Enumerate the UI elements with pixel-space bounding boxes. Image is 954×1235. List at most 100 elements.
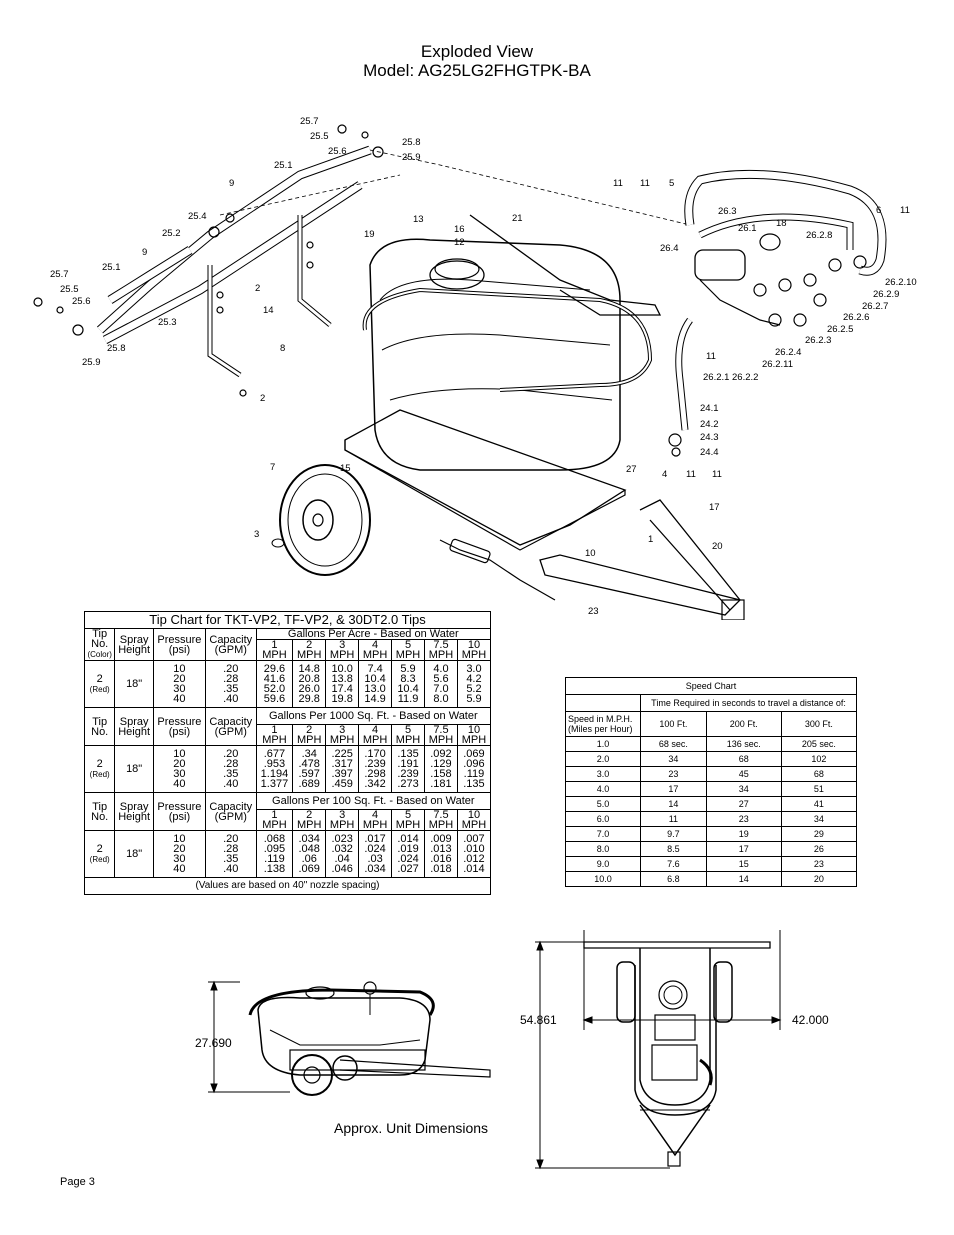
callout: 26.2.1 xyxy=(703,372,729,383)
callout: 20 xyxy=(712,541,723,552)
callout: 21 xyxy=(512,213,523,224)
time-cell: 68 sec. xyxy=(640,736,707,752)
callout: 26.2.10 xyxy=(885,277,917,288)
height-cell: 18" xyxy=(114,745,154,793)
callout: 8 xyxy=(280,343,285,354)
pressure-header: Pressure(psi) xyxy=(152,628,206,661)
time-cell: 9.7 xyxy=(640,826,707,842)
callout: 26.2.2 xyxy=(732,372,758,383)
callout: 25.9 xyxy=(82,357,101,368)
time-cell: 20 xyxy=(780,871,858,887)
callout: 25.9 xyxy=(402,152,421,163)
callout: 26.3 xyxy=(718,206,737,217)
callout: 11 xyxy=(900,205,910,216)
callout: 25.6 xyxy=(72,296,91,307)
time-cell: 6.8 xyxy=(640,871,707,887)
callout: 6 xyxy=(876,205,881,216)
callout: 26.4 xyxy=(660,243,679,254)
value-cell: .225.317.397.459 xyxy=(325,745,360,793)
speed-chart-title: Speed Chart xyxy=(565,677,857,695)
callout: 18 xyxy=(776,218,787,229)
callout: 24.4 xyxy=(700,447,719,458)
time-cell: 102 xyxy=(780,751,858,767)
callout: 1 xyxy=(648,534,653,545)
callout: 2 xyxy=(255,283,260,294)
tip-chart-title: Tip Chart for TKT-VP2, TF-VP2, & 30DT2.0… xyxy=(84,611,491,629)
callout: 25.1 xyxy=(102,262,121,273)
value-cell: .034.048.06.069 xyxy=(292,830,327,878)
callout: 23 xyxy=(588,606,599,617)
page-title: Exploded View Model: AG25LG2FHGTPK-BA xyxy=(0,42,954,80)
speed-cell: 10.0 xyxy=(564,871,642,887)
callout: 4 xyxy=(662,469,667,480)
callout: 26.1 xyxy=(738,223,757,234)
callout: 25.5 xyxy=(60,284,79,295)
callout: 25.4 xyxy=(188,211,207,222)
callout: 12 xyxy=(454,237,465,248)
callout: 17 xyxy=(709,502,720,513)
time-cell: 14 xyxy=(640,796,707,812)
time-cell: 34 xyxy=(640,751,707,767)
value-cell: .014.019.024.027 xyxy=(391,830,425,878)
capacity-header: Capacity(GPM) xyxy=(204,707,257,746)
time-cell: 19 xyxy=(705,826,782,842)
time-cell: 29 xyxy=(780,826,858,842)
callout: 11 xyxy=(686,469,696,480)
callout: 13 xyxy=(413,214,424,225)
speed-chart-blank xyxy=(564,694,642,712)
callout: 26.2.6 xyxy=(843,312,869,323)
speed-chart: Speed Chart Time Required in seconds to … xyxy=(564,677,858,887)
time-cell: 34 xyxy=(705,781,782,797)
callout: 26.2.7 xyxy=(862,301,888,312)
value-cell: .023.032.04.046 xyxy=(325,830,360,878)
time-cell: 8.5 xyxy=(640,841,707,857)
speed-cell: 2.0 xyxy=(564,751,642,767)
time-cell: 7.6 xyxy=(640,856,707,872)
capacity-cell: .20.28.35.40 xyxy=(204,660,257,708)
value-cell: .007.010.012.014 xyxy=(456,830,492,878)
time-cell: 23 xyxy=(780,856,858,872)
width-dimension: 42.000 xyxy=(792,1013,829,1027)
page-number: Page 3 xyxy=(60,1176,95,1188)
time-cell: 34 xyxy=(780,811,858,827)
callout: 10 xyxy=(585,548,596,559)
speed-col-header: Speed in M.P.H.(Miles per Hour) xyxy=(564,711,642,737)
callout: 11 xyxy=(640,178,650,189)
callout: 25.2 xyxy=(162,228,181,239)
section-heading: Gallons Per 1000 Sq. Ft. - Based on Wate… xyxy=(255,707,492,725)
callout: 15 xyxy=(340,463,351,474)
value-cell: .170.239.298.342 xyxy=(358,745,393,793)
distance-header: 300 Ft. xyxy=(780,711,858,737)
callout: 25.1 xyxy=(274,160,293,171)
callout: 16 xyxy=(454,224,465,235)
dimensions-caption: Approx. Unit Dimensions xyxy=(334,1120,489,1136)
callout: 3 xyxy=(254,529,259,540)
capacity-header: Capacity(GPM) xyxy=(204,628,257,661)
time-cell: 136 sec. xyxy=(705,736,782,752)
callout: 25.8 xyxy=(107,343,126,354)
callout: 26.2.5 xyxy=(827,324,853,335)
callout: 24.1 xyxy=(700,403,719,414)
